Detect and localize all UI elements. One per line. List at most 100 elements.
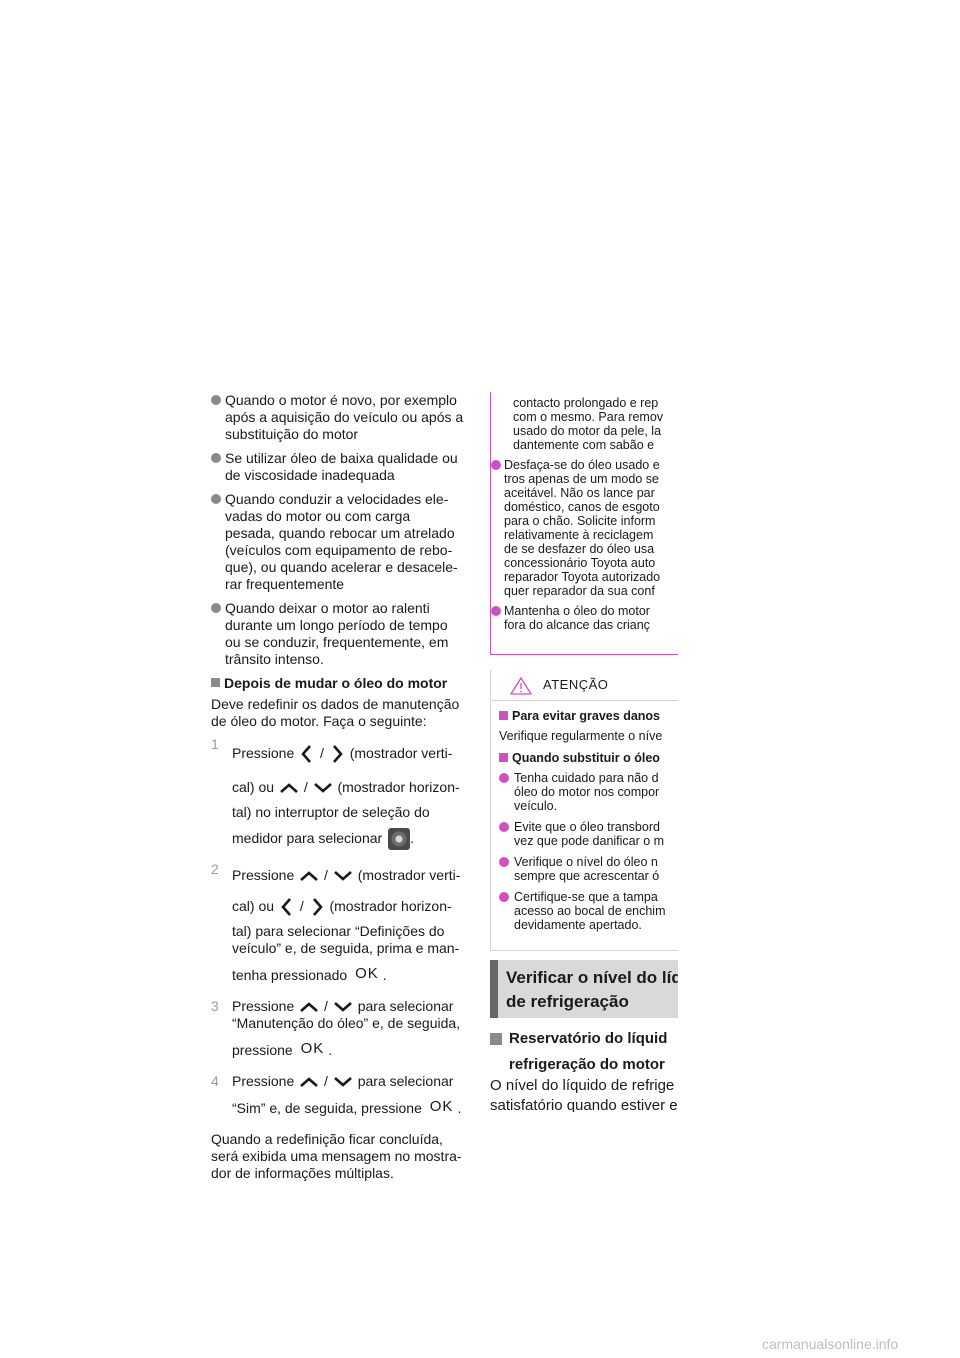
step-1: 1 Pressione / (mostrador verti- cal) ou … — [211, 736, 469, 855]
heading-text: Depois de mudar o óleo do motor — [224, 675, 448, 691]
intro-paragraph: Deve redefinir os dados de manutenção de… — [211, 696, 469, 730]
bullet-icon — [499, 857, 509, 867]
step-line: tal) para selecionar “Definições do — [232, 923, 445, 939]
text-line: óleo do motor nos compor — [514, 785, 660, 799]
list-item: Mantenha o óleo do motor fora do alcance… — [491, 604, 678, 632]
bullet-icon — [491, 460, 501, 470]
step-text: . — [382, 967, 387, 983]
watermark-text: carmanualsonline.info — [762, 1336, 899, 1352]
slash-text: / — [324, 867, 328, 883]
text-line: pesada, quando rebocar um atrelado — [225, 525, 455, 541]
step-line: “Sim” e, de seguida, pressione OK. — [232, 1090, 469, 1125]
step-line: medidor para selecionar . — [232, 821, 469, 855]
text-line: de óleo do motor. Faça o seguinte: — [211, 713, 427, 729]
warning-body: Para evitar graves danos Verifique regul… — [491, 701, 678, 932]
text-line: trânsito intenso. — [225, 651, 324, 667]
step-text: tenha pressionado — [232, 967, 348, 983]
list-item: Se utilizar óleo de baixa qualidade ou d… — [211, 450, 469, 484]
list-item: Verifique o nível do óleo n sempre que a… — [499, 855, 678, 883]
step-2: 2 Pressione / (mostrador verti- cal) ou … — [211, 861, 469, 992]
chevron-right-icon — [312, 898, 323, 917]
text-line: dor de informações múltiplas. — [211, 1165, 394, 1181]
left-column: Quando o motor é novo, por exemplo após … — [211, 392, 469, 1188]
chevron-right-icon — [332, 745, 343, 764]
step-line: tal) no interruptor de seleção do — [232, 804, 430, 820]
heading-text: Para evitar graves danos — [512, 709, 660, 723]
text-line: substituição do motor — [225, 426, 359, 442]
chevron-up-icon — [280, 783, 298, 794]
step-text: para selecionar — [357, 1073, 454, 1089]
text-line: doméstico, canos de esgoto — [504, 500, 660, 514]
bullet-icon — [499, 773, 509, 783]
text-line: Certifique-se que a tampa — [514, 890, 658, 904]
right-column: contacto prolongado e rep com o mesmo. P… — [490, 392, 678, 1112]
ok-button-icon: OK — [429, 1098, 454, 1115]
text-line: tros apenas de um modo se — [504, 472, 659, 486]
step-text: medidor para selecionar — [232, 830, 383, 846]
section-heading: Depois de mudar o óleo do motor — [211, 675, 469, 692]
chevron-up-icon — [300, 1077, 319, 1088]
text-line: concessionário Toyota auto — [504, 556, 656, 570]
text-line: Verifique o nível do óleo n — [514, 855, 658, 869]
text-line: Quando a redefinição ficar concluída, — [211, 1131, 443, 1147]
text-line: sempre que acrescentar ó — [514, 869, 660, 883]
step-text: (mostrador horizon- — [329, 898, 452, 914]
step-line: veículo” e, de seguida, prima e man- — [232, 940, 460, 956]
step-line: “Manutenção do óleo” e, de seguida, — [232, 1015, 461, 1031]
text-line: aceitável. Não os lance par — [504, 486, 655, 500]
text-line: contacto prolongado e rep — [513, 396, 659, 410]
subsection-paragraph: O nível do líquido de refrige satisfatór… — [490, 1076, 678, 1112]
title-line: de refrigeração — [506, 992, 629, 1011]
text-line: Quando o motor é novo, por exemplo — [225, 392, 457, 408]
list-item: Tenha cuidado para não d óleo do motor n… — [499, 771, 678, 813]
warning-paragraph: Verifique regularmente o níve — [499, 729, 663, 743]
step-number: 2 — [211, 861, 219, 877]
text-line: Deve redefinir os dados de manutenção — [211, 696, 460, 712]
step-text: Pressione — [232, 998, 295, 1014]
step-line: Pressione / (mostrador verti- — [232, 861, 469, 889]
step-text: . — [328, 1042, 333, 1058]
chevron-down-icon — [333, 1002, 352, 1013]
step-line: cal) ou / (mostrador horizon- — [232, 770, 469, 804]
text-line: vez que pode danificar o m — [514, 834, 665, 848]
bullet-icon — [211, 494, 221, 504]
text-line: durante um longo período de tempo — [225, 617, 448, 633]
list-item: contacto prolongado e rep com o mesmo. P… — [491, 396, 678, 452]
text-line: Mantenha o óleo do motor — [504, 604, 650, 618]
subsection-heading: Reservatório do líquid refrigeração do m… — [490, 1026, 667, 1078]
step-line: Pressione / para selecionar — [232, 1073, 469, 1090]
step-text: cal) ou — [232, 779, 275, 795]
text-line: Tenha cuidado para não d — [514, 771, 659, 785]
text-line: relativamente à reciclagem — [504, 528, 654, 542]
step-text: (mostrador verti- — [357, 867, 461, 883]
heading-line: refrigeração do motor — [509, 1056, 665, 1073]
text-line: acesso ao bocal de enchim — [514, 904, 666, 918]
text-line: (veículos com equipamento de rebo- — [225, 542, 453, 558]
text-line: satisfatório quando estiver e — [490, 1097, 678, 1112]
text-line: vadas do motor ou com carga — [225, 508, 411, 524]
warning-header: ATENÇÃO — [491, 670, 678, 701]
ok-button-icon: OK — [300, 1040, 325, 1057]
step-3: 3 Pressione / para selecionar “Manutençã… — [211, 998, 469, 1067]
outro-paragraph: Quando a redefinição ficar concluída, se… — [211, 1131, 469, 1182]
text-line: fora do alcance das crianç — [504, 618, 650, 632]
warning-heading: Quando substituir o óleo — [499, 751, 678, 765]
text-line: Evite que o óleo transbord — [514, 820, 660, 834]
text-line: Se utilizar óleo de baixa qualidade ou — [225, 450, 458, 466]
text-line: Quando deixar o motor ao ralenti — [225, 600, 430, 616]
chevron-down-icon — [313, 783, 332, 794]
text-line: com o mesmo. Para remov — [513, 410, 664, 424]
step-text: Pressione — [232, 1073, 295, 1089]
step-number: 1 — [211, 736, 219, 752]
text-line: O nível do líquido de refrige — [490, 1077, 675, 1094]
step-line: Pressione / (mostrador verti- — [232, 736, 469, 770]
chevron-up-icon — [300, 871, 319, 882]
step-text: Pressione — [232, 867, 295, 883]
section-title-bar: Verificar o nível do líq de refrigeração — [490, 960, 678, 1018]
text-line: devidamente apertado. — [514, 918, 642, 932]
caution-box-content: contacto prolongado e rep com o mesmo. P… — [491, 392, 678, 632]
chevron-left-icon — [301, 745, 312, 764]
bullet-icon — [491, 606, 501, 616]
text-line: quer reparador da sua conf — [504, 584, 655, 598]
